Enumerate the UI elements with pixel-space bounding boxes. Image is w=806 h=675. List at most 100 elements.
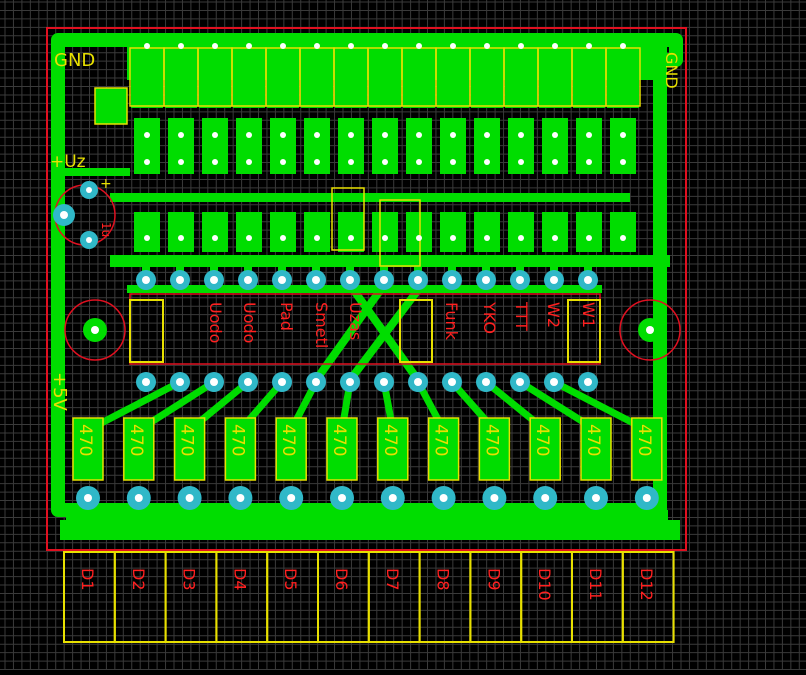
led-hole bbox=[185, 494, 194, 502]
led-resistor-outline bbox=[224, 417, 257, 481]
via bbox=[280, 132, 286, 138]
via bbox=[144, 43, 150, 49]
ic-pin-hole bbox=[244, 378, 252, 386]
ic-signal-label: Uzas bbox=[346, 302, 365, 340]
ic-signal-label: Uodo bbox=[206, 302, 225, 343]
smd-pad bbox=[508, 118, 534, 174]
bus-trace bbox=[60, 168, 130, 176]
via bbox=[620, 43, 626, 49]
via bbox=[620, 159, 626, 165]
ic-pin-hole bbox=[346, 378, 354, 386]
via bbox=[280, 43, 286, 49]
ic-pin-hole bbox=[516, 276, 524, 284]
smd-pad bbox=[474, 212, 500, 252]
smd-pad bbox=[270, 212, 296, 252]
via bbox=[416, 235, 422, 241]
via bbox=[178, 235, 184, 241]
copper-layer bbox=[51, 33, 683, 540]
led-label: D1 bbox=[78, 568, 97, 591]
led-resistor-value: 470 bbox=[380, 424, 400, 456]
ic-signal-label: TTT bbox=[512, 301, 531, 331]
ic-signal-label: Pad bbox=[277, 302, 296, 331]
bus-trace bbox=[127, 285, 602, 293]
led-resistor-outline bbox=[123, 417, 155, 481]
led-hole bbox=[592, 494, 600, 502]
led-resistor-pad bbox=[631, 418, 662, 480]
smd-pad bbox=[474, 118, 500, 174]
ic-pin-hole bbox=[176, 378, 184, 386]
smd-pad bbox=[403, 48, 435, 108]
led-resistor-pad bbox=[327, 418, 357, 480]
via bbox=[586, 132, 592, 138]
led-resistor-value: 470 bbox=[431, 424, 451, 456]
component-outline bbox=[399, 299, 433, 363]
component-outline bbox=[94, 87, 128, 125]
smd-pad bbox=[168, 118, 194, 174]
smd-pad bbox=[301, 48, 333, 108]
via bbox=[416, 132, 422, 138]
via bbox=[144, 235, 150, 241]
led-resistor-pad bbox=[479, 418, 510, 480]
via bbox=[450, 235, 456, 241]
smd-pad bbox=[508, 212, 534, 252]
smd-pad bbox=[369, 48, 401, 108]
via bbox=[450, 132, 456, 138]
led-resistor-outline bbox=[326, 417, 358, 481]
cap-value-label: 1u bbox=[99, 222, 113, 237]
ic-pin-hole bbox=[448, 276, 456, 284]
smd-pad bbox=[165, 48, 197, 108]
led-resistor-value: 470 bbox=[481, 424, 501, 456]
led-resistor-value: 470 bbox=[126, 424, 146, 456]
led-resistor-value: 470 bbox=[634, 424, 654, 456]
ic-pin-hole bbox=[550, 276, 558, 284]
smd-pad bbox=[236, 118, 262, 174]
via bbox=[382, 159, 388, 165]
led-resistor-value: 470 bbox=[278, 424, 298, 456]
gnd-left-label: GND bbox=[54, 50, 95, 71]
via bbox=[314, 235, 320, 241]
smd-pad bbox=[199, 48, 231, 108]
led-resistor-value: 470 bbox=[177, 424, 197, 456]
via bbox=[586, 159, 592, 165]
ic-pin-hole bbox=[142, 378, 150, 386]
ic-signal-label: W1 bbox=[579, 302, 598, 328]
led-resistor-value: 470 bbox=[583, 424, 603, 456]
smd-pad bbox=[440, 212, 466, 252]
led-resistor-value: 470 bbox=[532, 424, 552, 456]
led-resistor-outline bbox=[377, 417, 409, 481]
led-hole bbox=[84, 494, 92, 502]
smd-pad bbox=[134, 212, 160, 252]
via bbox=[348, 132, 354, 138]
via bbox=[416, 159, 422, 165]
via bbox=[246, 132, 252, 138]
smd-pad bbox=[304, 212, 330, 252]
smd-pad bbox=[267, 48, 299, 108]
ic-pin-hole bbox=[448, 378, 456, 386]
via bbox=[518, 235, 524, 241]
led-resistor-pad bbox=[581, 418, 611, 480]
led-resistor-outline bbox=[275, 417, 307, 481]
smd-pad bbox=[233, 48, 265, 108]
smd-pad bbox=[542, 118, 568, 174]
via bbox=[518, 159, 524, 165]
mounting-hole bbox=[646, 326, 654, 334]
via bbox=[178, 132, 184, 138]
smd-pad bbox=[610, 212, 636, 252]
via bbox=[450, 43, 456, 49]
led-hole bbox=[287, 494, 296, 502]
component-outline bbox=[567, 299, 601, 363]
led-hole bbox=[642, 494, 651, 502]
via bbox=[212, 235, 218, 241]
via bbox=[348, 235, 354, 241]
led-label: D4 bbox=[230, 568, 249, 591]
ic-pin-hole bbox=[210, 276, 218, 284]
ic-pin-hole bbox=[414, 378, 422, 386]
cap-plus-label: + bbox=[100, 176, 112, 192]
via bbox=[450, 159, 456, 165]
via bbox=[178, 159, 184, 165]
smd-pad bbox=[338, 212, 364, 252]
led-resistor-pad bbox=[73, 418, 103, 480]
uz-label: +Uz bbox=[50, 152, 86, 172]
